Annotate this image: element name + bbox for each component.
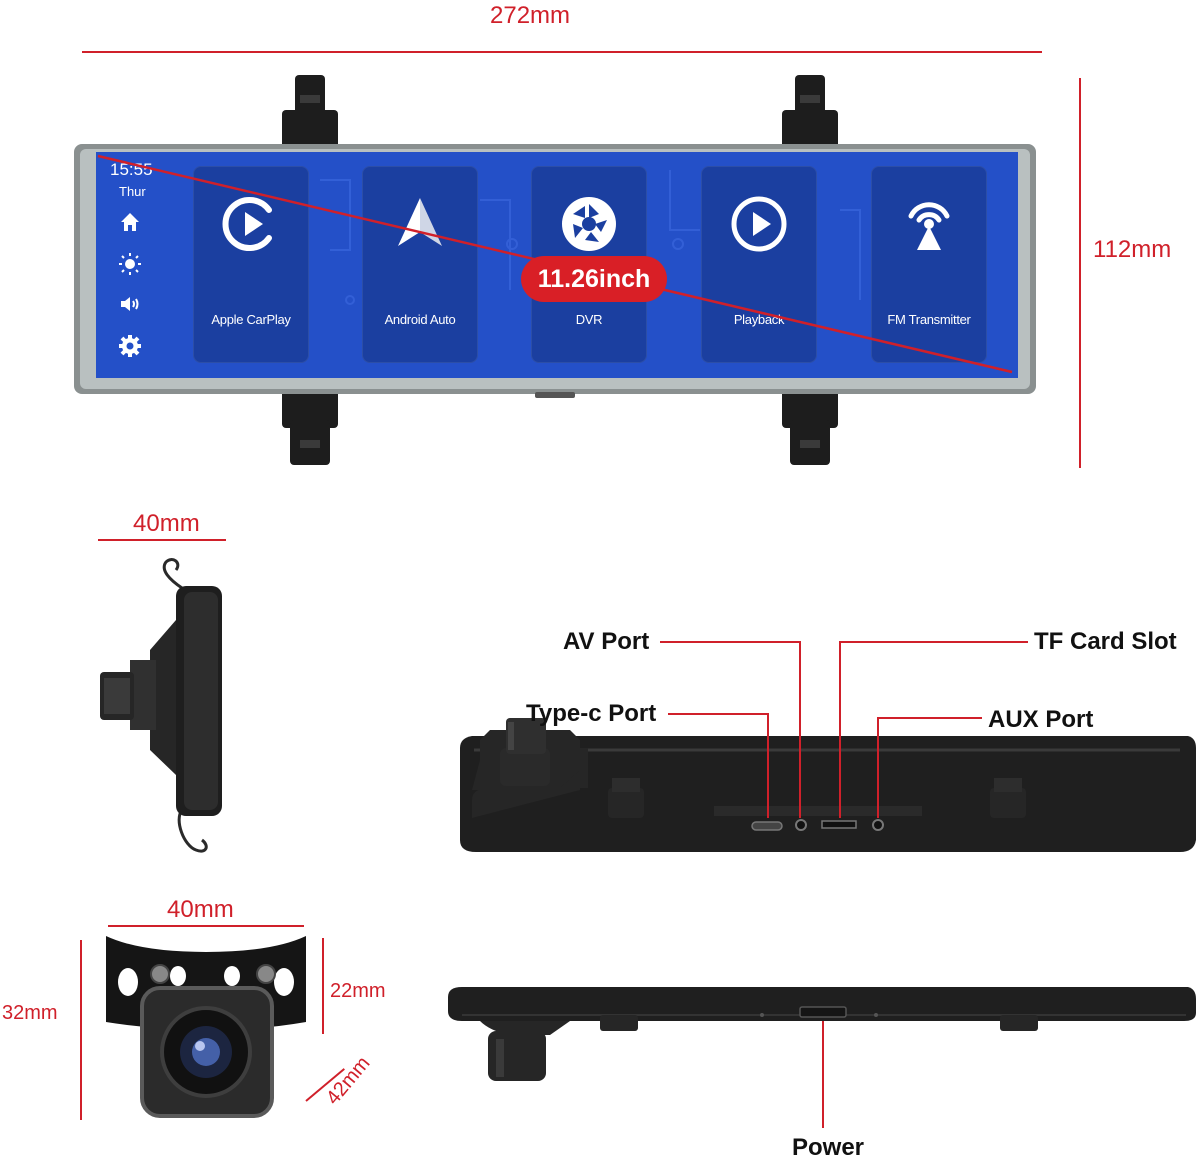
home-icon[interactable] (118, 210, 142, 234)
app-tile-playback[interactable]: Playback (701, 166, 817, 363)
app-label: Android Auto (384, 312, 456, 327)
app-tile-carplay[interactable]: Apple CarPlay (193, 166, 309, 363)
diagonal-size-badge: 11.26inch (521, 256, 667, 302)
mirror-height-line (1079, 78, 1081, 468)
play-icon (731, 196, 787, 252)
volume-icon[interactable] (118, 292, 142, 316)
camera-body-height-line (322, 938, 324, 1034)
camera-aperture-icon (562, 197, 616, 251)
typec-port-label: Type-c Port (526, 700, 657, 727)
app-label: Apple CarPlay (211, 312, 291, 327)
mirror-width-label: 272mm (490, 2, 571, 29)
backup-camera (106, 936, 306, 1118)
app-label: DVR (575, 312, 603, 327)
power-button-label: Power (792, 1134, 865, 1161)
mirror-bottom-view (448, 987, 1196, 1081)
side-width-line (98, 539, 226, 541)
tf-card-slot-label: TF Card Slot (1034, 628, 1177, 655)
android-auto-icon (398, 198, 442, 246)
app-label: FM Transmitter (887, 312, 971, 327)
camera-width-line (108, 925, 304, 927)
av-port-label: AV Port (563, 628, 650, 655)
mirror-width-line (82, 51, 1042, 53)
mirror-height-label: 112mm (1093, 236, 1172, 263)
camera-height-body-label: 22mm (330, 980, 386, 1002)
mirror-top-view (460, 718, 1196, 852)
mirror-front-view: 15:55 Thur Apple CarPlay Android Auto (0, 0, 1060, 480)
mirror-side-view (100, 558, 222, 853)
clock-day: Thur (119, 184, 146, 199)
settings-icon[interactable] (118, 334, 142, 358)
antenna-icon (908, 202, 950, 250)
camera-width-label: 40mm (167, 896, 234, 923)
clock-time: 15:55 (110, 160, 153, 179)
aux-port-label: AUX Port (988, 706, 1094, 733)
brightness-icon[interactable] (118, 252, 142, 276)
camera-height-line (80, 940, 82, 1120)
app-tile-android-auto[interactable]: Android Auto (362, 166, 478, 363)
camera-height-total-label: 32mm (2, 1002, 58, 1024)
app-tile-fm-transmitter[interactable]: FM Transmitter (871, 166, 987, 363)
carplay-icon (222, 197, 272, 251)
app-label: Playback (733, 312, 785, 327)
side-width-label: 40mm (133, 510, 200, 537)
